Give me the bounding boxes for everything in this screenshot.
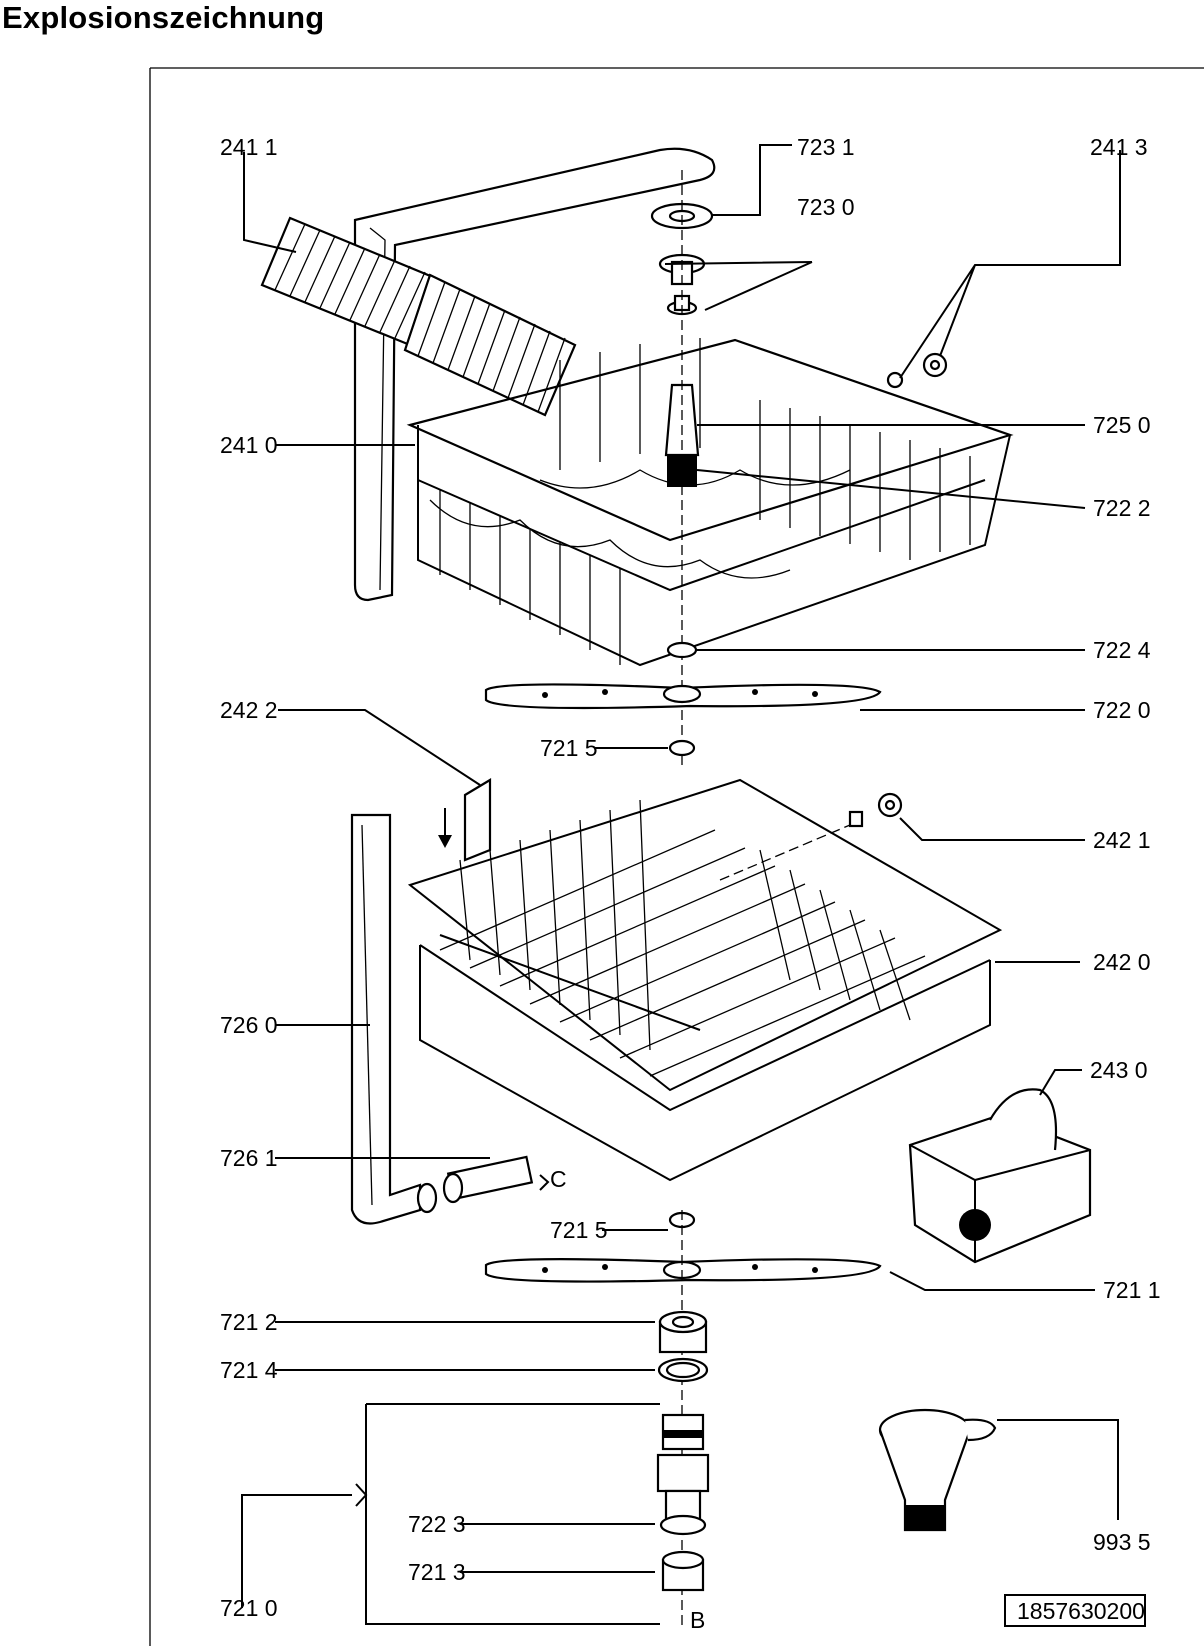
label-722-3: 722 3 bbox=[408, 1511, 466, 1537]
water-pipe bbox=[350, 813, 534, 1225]
label-726-0: 726 0 bbox=[220, 1012, 278, 1038]
label-993-5: 993 5 bbox=[1093, 1529, 1151, 1555]
upper-basket bbox=[406, 338, 1014, 667]
label-721-4: 721 4 bbox=[220, 1357, 278, 1383]
label-722-0: 722 0 bbox=[1093, 697, 1151, 723]
label-721-1: 721 1 bbox=[1103, 1277, 1161, 1303]
label-721-2: 721 2 bbox=[220, 1309, 278, 1335]
cutlery-basket bbox=[908, 1088, 1092, 1264]
roller-242-1 bbox=[719, 792, 903, 881]
leader-lines bbox=[241, 144, 1121, 1625]
upper-spray-parts bbox=[650, 170, 714, 770]
drawing-frame bbox=[149, 67, 1204, 1646]
label-241-0: 241 0 bbox=[220, 432, 278, 458]
lower-basket bbox=[407, 778, 1003, 1182]
label-c: C bbox=[550, 1166, 567, 1192]
clips-241-3 bbox=[886, 352, 948, 389]
page-title: Explosionszeichnung bbox=[2, 0, 325, 35]
label-726-1: 726 1 bbox=[220, 1145, 278, 1171]
label-721-0: 721 0 bbox=[220, 1595, 278, 1621]
label-242-2: 242 2 bbox=[220, 697, 278, 723]
salt-funnel bbox=[878, 1408, 997, 1532]
label-721-3: 721 3 bbox=[408, 1559, 466, 1585]
upper-rail bbox=[353, 147, 716, 602]
label-722-2: 722 2 bbox=[1093, 495, 1151, 521]
drawing-number: 1857630200 bbox=[1017, 1598, 1145, 1624]
label-243-0: 243 0 bbox=[1090, 1057, 1148, 1083]
lower-hub-parts bbox=[656, 1310, 710, 1592]
label-241-3: 241 3 bbox=[1090, 134, 1148, 160]
label-723-1: 723 1 bbox=[797, 134, 855, 160]
label-722-4: 722 4 bbox=[1093, 637, 1151, 663]
upper-spray-arm bbox=[484, 683, 882, 757]
cutlery-shelf-right bbox=[403, 273, 577, 417]
label-725-0: 725 0 bbox=[1093, 412, 1151, 438]
label-721-5-lower: 721 5 bbox=[550, 1217, 608, 1243]
lower-spray-arm bbox=[484, 1210, 882, 1630]
label-b: B bbox=[690, 1607, 705, 1633]
rack-insert bbox=[438, 778, 492, 862]
label-242-0: 242 0 bbox=[1093, 949, 1151, 975]
part-labels: 241 1 723 1 241 3 723 0 241 0 725 0 722 … bbox=[220, 134, 1161, 1633]
drawing-number-box: 1857630200 bbox=[1004, 1594, 1146, 1627]
label-241-1: 241 1 bbox=[220, 134, 278, 160]
label-723-0: 723 0 bbox=[797, 194, 855, 220]
label-721-5-upper: 721 5 bbox=[540, 735, 598, 761]
label-242-1: 242 1 bbox=[1093, 827, 1151, 853]
